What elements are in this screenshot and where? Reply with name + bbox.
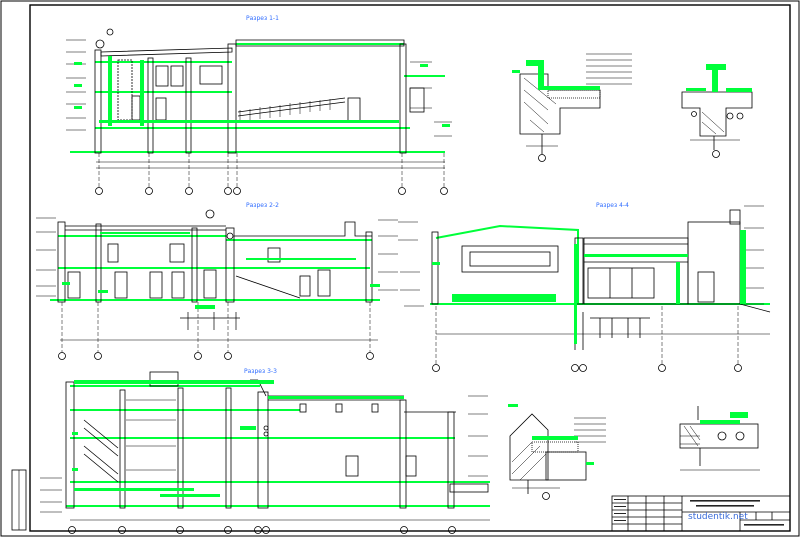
section-3-3 [40, 371, 490, 534]
detail-node-2-green [686, 64, 752, 92]
section-1-1 [66, 28, 452, 195]
section-title-1-1: Разрез 1-1 [246, 15, 279, 22]
section-2-2-green [62, 232, 380, 309]
detail-node-3-green [508, 404, 594, 465]
inner-frame [29, 4, 791, 532]
section-4-4-green [432, 230, 746, 344]
watermark: studentik.net [688, 512, 748, 522]
detail-node-2 [681, 91, 753, 158]
section-3-3-green [72, 380, 404, 497]
detail-node-3 [509, 413, 606, 500]
section-title-3-3: Разрез 3-3 [244, 368, 277, 375]
section-1-1-green [74, 56, 450, 127]
section-2-2 [36, 209, 398, 360]
detail-node-1 [519, 53, 632, 162]
section-4-4 [398, 205, 771, 372]
title-block-text [614, 499, 784, 526]
section-title-4-4: Разрез 4-4 [596, 202, 629, 209]
section-title-2-2: Разрез 2-2 [246, 202, 279, 209]
title-block [611, 495, 791, 532]
detail-node-4-green [700, 412, 748, 424]
detail-node-1-green [512, 60, 600, 90]
